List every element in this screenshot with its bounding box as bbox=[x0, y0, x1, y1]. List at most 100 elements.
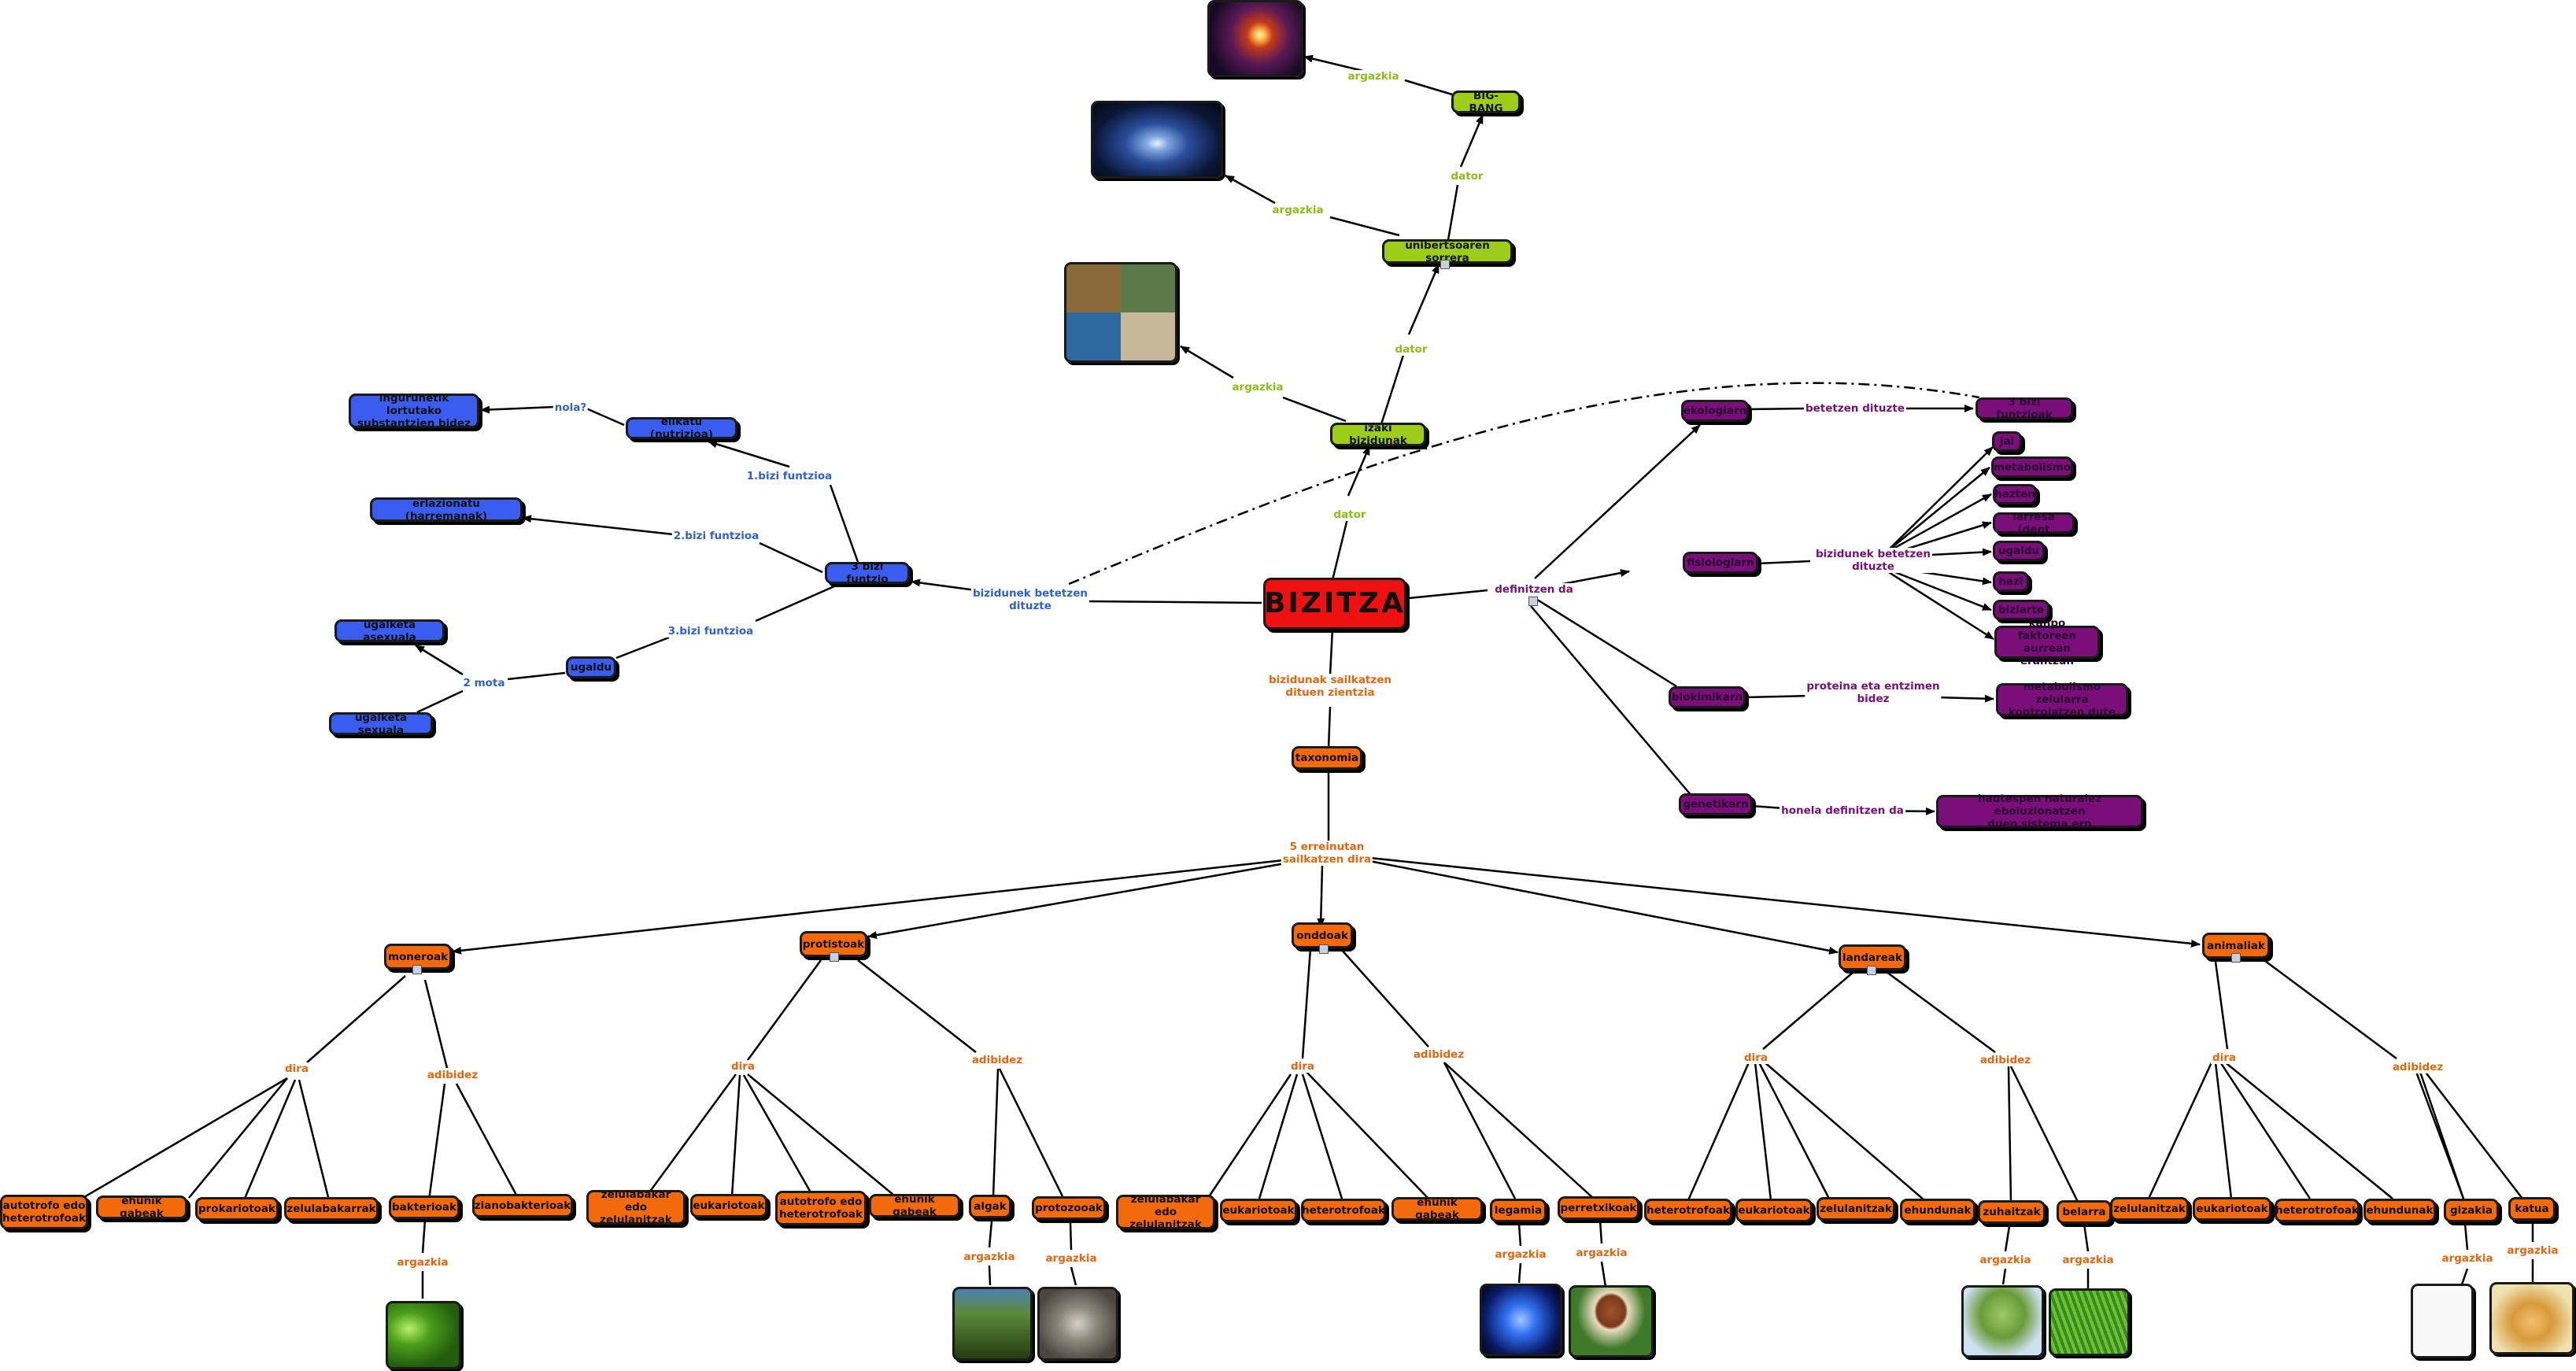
node-p-eukariotoak[interactable]: eukariotoak bbox=[690, 1194, 767, 1218]
node-l-ehundunak[interactable]: ehundunak bbox=[1900, 1199, 1975, 1222]
node-3-bizi-funtzioak[interactable]: 3 bizi funtzioak bbox=[1975, 396, 2073, 421]
node-metabolismo[interactable]: metabolismo bbox=[1991, 456, 2073, 478]
resource-icon[interactable] bbox=[1319, 944, 1329, 954]
node-biziarte[interactable]: biziarte bbox=[1993, 600, 2049, 620]
label-2-bizi-funtzioa: 2.bizi funtzioa bbox=[671, 530, 761, 542]
node-a-ehundunak[interactable]: ehundunak bbox=[2363, 1199, 2436, 1222]
edge bbox=[2423, 1070, 2523, 1199]
edge bbox=[306, 975, 406, 1063]
node-o-ehunik[interactable]: ehunik gabeak bbox=[1391, 1196, 1483, 1221]
node-a-eukariotoak[interactable]: eukariotoak bbox=[2193, 1197, 2271, 1221]
edge bbox=[2147, 1062, 2213, 1199]
node-hautespen[interactable]: hautespen naturalez eboluzionatzen duen … bbox=[1936, 793, 2143, 830]
edge bbox=[857, 959, 977, 1053]
node-m-bakterioak[interactable]: bakterioak bbox=[389, 1195, 460, 1219]
node-big-bang[interactable]: BIG-BANG bbox=[1451, 90, 1521, 115]
node-elikatu[interactable]: elikatu (nutrizioa) bbox=[626, 416, 737, 441]
edge bbox=[1408, 589, 1488, 600]
edge bbox=[988, 1265, 992, 1286]
node-kanpo-faktoreen[interactable]: kanpo faktoreen aurrean erantzun bbox=[1994, 617, 2100, 667]
node-biokimikarn[interactable]: biokimikarn bbox=[1669, 686, 1746, 708]
node-p-algak[interactable]: algak bbox=[969, 1195, 1011, 1218]
image-protozoa bbox=[1037, 1287, 1118, 1361]
edge bbox=[1884, 467, 1990, 554]
resource-icon[interactable] bbox=[1440, 260, 1450, 269]
node-ingurunetik[interactable]: ingurunetik lortutako substantzien bidez bbox=[349, 392, 479, 430]
resource-icon[interactable] bbox=[830, 952, 839, 962]
node-o-perretxikoak[interactable]: perretxikoak bbox=[1558, 1196, 1639, 1220]
edge bbox=[2460, 1268, 2469, 1285]
node-3-bizi-funtzio[interactable]: 3 bizi funtzio bbox=[825, 560, 910, 586]
edge bbox=[648, 1074, 737, 1193]
resource-icon[interactable] bbox=[2231, 953, 2241, 963]
image-galaxy bbox=[1207, 0, 1303, 77]
resource-icon[interactable] bbox=[1528, 597, 1538, 606]
node-l-zelulanitzak[interactable]: zelulanitzak bbox=[1817, 1197, 1895, 1221]
node-m-ehunik[interactable]: ehunik gabeak bbox=[96, 1195, 187, 1220]
edge bbox=[1069, 1221, 1073, 1251]
node-p-ehunik[interactable]: ehunik gabeak bbox=[869, 1193, 960, 1218]
node-genetikarn[interactable]: genetikarn bbox=[1679, 793, 1753, 815]
node-metabolismo-zelularra[interactable]: metabolismo zelularra kontrolatzen dute bbox=[1996, 681, 2128, 719]
edge bbox=[452, 858, 1292, 955]
node-ugaldu-purple[interactable]: ugaldu bbox=[1993, 541, 2045, 561]
edge bbox=[455, 1083, 519, 1199]
node-p-protozooak[interactable]: protozooak bbox=[1032, 1196, 1106, 1220]
node-a-heterotrofoak[interactable]: heterotrofoak bbox=[2275, 1199, 2360, 1222]
node-larresa[interactable]: larresa (dent bbox=[1993, 511, 2075, 536]
node-l-eukariotoak[interactable]: eukariotoak bbox=[1735, 1199, 1813, 1222]
edge bbox=[1180, 345, 1234, 379]
edge bbox=[2214, 961, 2229, 1050]
edge bbox=[1447, 184, 1459, 241]
node-l-belarra[interactable]: belarra bbox=[2057, 1200, 2112, 1224]
node-fisiologiarn[interactable]: fisiologiarn bbox=[1683, 552, 1758, 574]
node-m-zianobakterioak[interactable]: zianobakterioak bbox=[472, 1194, 573, 1218]
edge bbox=[427, 1083, 446, 1201]
node-l-heterotrofoak[interactable]: heterotrofoak bbox=[1644, 1199, 1732, 1222]
node-m-autotrofo[interactable]: autotrofo edo heterotrofoak bbox=[0, 1195, 88, 1229]
resource-icon[interactable] bbox=[412, 965, 422, 974]
node-a-gizakia[interactable]: gizakia bbox=[2444, 1199, 2499, 1222]
node-l-zuhaitzak[interactable]: zuhaitzak bbox=[1978, 1200, 2046, 1224]
node-a-zelulanitzak[interactable]: zelulanitzak bbox=[2110, 1197, 2189, 1221]
edge bbox=[1303, 54, 1370, 74]
node-ugaldu[interactable]: ugaldu bbox=[566, 656, 616, 678]
node-ugalketa-sexuala[interactable]: ugalketa sexuala bbox=[329, 711, 433, 737]
edge bbox=[415, 644, 464, 676]
node-izaki-bizidunak[interactable]: izaki bizidunak bbox=[1330, 422, 1426, 447]
label-adibidez: adibidez bbox=[2390, 1061, 2445, 1074]
node-hazi[interactable]: hazi bbox=[1993, 571, 2029, 592]
node-a-katua[interactable]: katua bbox=[2508, 1197, 2556, 1221]
node-o-legamia[interactable]: legamia bbox=[1490, 1199, 1547, 1222]
edge bbox=[730, 1074, 741, 1197]
node-o-zelulabakar[interactable]: zelulabakar edo zelulanitzak bbox=[1116, 1193, 1215, 1231]
resource-icon[interactable] bbox=[1867, 966, 1876, 975]
label-1-bizi-funtzioa: 1.bizi funtzioa bbox=[745, 470, 834, 482]
label-definitzen-da: definitzen da bbox=[1493, 583, 1575, 596]
edge bbox=[755, 585, 835, 623]
image-mushroom bbox=[1569, 1285, 1654, 1358]
label-adibidez: adibidez bbox=[1978, 1054, 2033, 1066]
node-jai[interactable]: jai bbox=[1992, 431, 2022, 452]
node-p-zelulabakar[interactable]: zelulabakar edo zelulanitzak bbox=[586, 1188, 686, 1226]
node-erlazionatu[interactable]: erlazionatu (harremanak) bbox=[370, 497, 523, 523]
label-argazkia: argazkia bbox=[1346, 70, 1401, 83]
edge bbox=[2004, 1225, 2011, 1252]
node-m-prokariotoak[interactable]: prokariotoak bbox=[195, 1197, 279, 1221]
node-ekologiarn[interactable]: ekologiarn bbox=[1681, 400, 1749, 422]
node-o-eukariotoak[interactable]: eukariotoak bbox=[1220, 1199, 1297, 1222]
node-o-heterotrofoak[interactable]: heterotrofoak bbox=[1301, 1199, 1386, 1222]
edge bbox=[1884, 567, 1992, 612]
node-ugalketa-asexuala[interactable]: ugalketa asexuala bbox=[334, 619, 445, 644]
label-adibidez: adibidez bbox=[425, 1069, 480, 1081]
edge bbox=[2214, 1062, 2233, 1199]
node-taxonomia[interactable]: taxonomia bbox=[1292, 746, 1362, 770]
edge bbox=[1886, 970, 1996, 1054]
node-hazten[interactable]: hazten bbox=[1993, 484, 2037, 504]
node-p-autotrofo[interactable]: autotrofo edo heterotrofoak bbox=[775, 1191, 867, 1225]
label-betetzen-dituzte: betetzen dituzte bbox=[1803, 402, 1907, 415]
node-m-zelulabakarrak[interactable]: zelulabakarrak bbox=[284, 1197, 379, 1221]
label-argazkia: argazkia bbox=[2505, 1244, 2560, 1257]
root-node[interactable]: BIZITZA bbox=[1263, 578, 1406, 630]
image-human bbox=[2411, 1284, 2474, 1358]
